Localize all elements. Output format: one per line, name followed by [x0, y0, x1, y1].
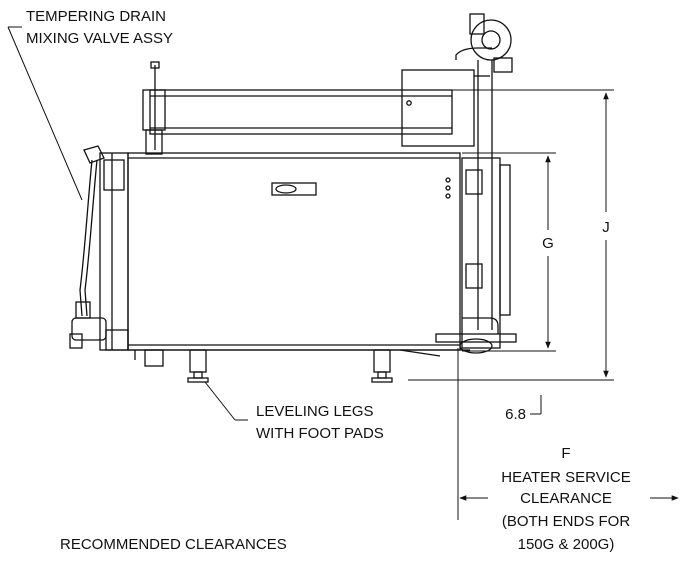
leveling-leg-right	[373, 349, 391, 373]
callout-leveling-line1: LEVELING LEGS	[256, 403, 374, 420]
dimension-g-label: G	[542, 235, 554, 252]
heater-drawing	[69, 13, 517, 383]
control-box	[401, 69, 475, 147]
dimension-j-label: J	[602, 219, 610, 236]
service-note-line1: HEATER SERVICE	[501, 469, 630, 486]
service-note-line4: 150G & 200G)	[518, 536, 615, 553]
callout-leveling-line2: WITH FOOT PADS	[256, 425, 384, 442]
dimension-offset-label: 6.8	[505, 406, 526, 423]
service-note-line2: CLEARANCE	[520, 490, 612, 507]
callout-mixing-valve-line1: TEMPERING DRAIN	[26, 8, 166, 25]
blower	[470, 19, 512, 61]
top-pipe	[149, 89, 453, 135]
diagram-caption: RECOMMENDED CLEARANCES	[60, 536, 287, 553]
callout-mixing-valve-line2: MIXING VALVE ASSY	[26, 30, 173, 47]
leveling-leg-left	[189, 349, 207, 373]
dimension-f-label: F	[561, 445, 570, 462]
dimension-lines	[7, 26, 679, 520]
logo-badge	[271, 182, 317, 196]
service-note-line3: (BOTH ENDS FOR	[502, 513, 631, 530]
